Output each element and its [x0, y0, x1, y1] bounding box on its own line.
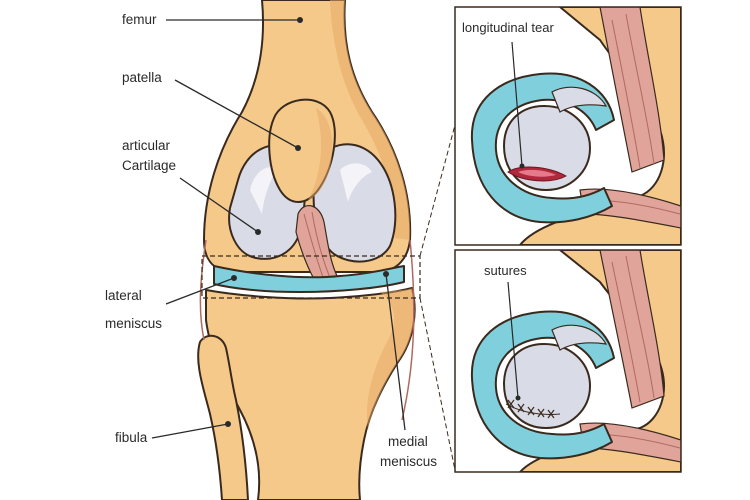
fibula-dot	[225, 421, 231, 427]
sutures-dot	[516, 396, 521, 401]
detail-connector-lines	[420, 125, 455, 470]
cartilage-dot	[255, 229, 261, 235]
label-medial-meniscus: meniscus	[380, 454, 437, 469]
inset-tear-caption: longitudinal tear	[462, 20, 554, 35]
patella-dot	[295, 145, 301, 151]
femur-dot	[297, 17, 303, 23]
inset-sutures-caption: sutures	[484, 263, 527, 278]
label-cartilage: Cartilage	[122, 158, 176, 173]
label-fibula: fibula	[115, 430, 148, 445]
tear-dot	[520, 164, 525, 169]
label-femur: femur	[122, 12, 157, 27]
label-patella: patella	[122, 70, 162, 85]
label-lateral: lateral	[105, 288, 142, 303]
label-medial: medial	[388, 434, 428, 449]
inset-sutures: sutures	[455, 250, 681, 472]
label-lateral-meniscus: meniscus	[105, 316, 162, 331]
lateral-meniscus-dot	[231, 275, 237, 281]
inset-tear: longitudinal tear	[455, 7, 681, 245]
knee-illustration	[198, 0, 455, 500]
medial-meniscus-dot	[383, 271, 389, 277]
label-articular: articular	[122, 138, 171, 153]
